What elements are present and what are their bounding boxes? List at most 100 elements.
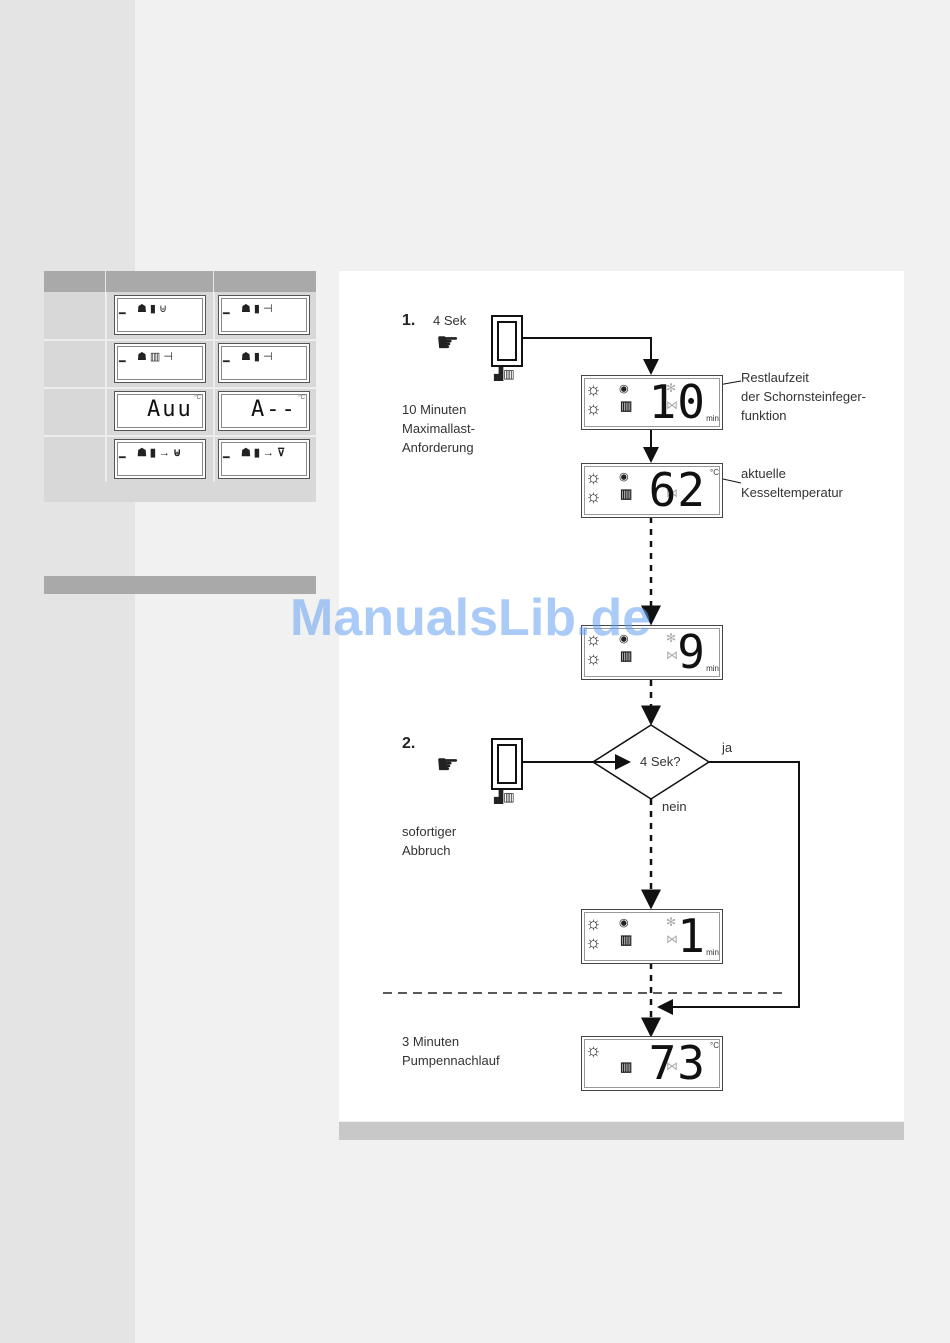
decision-question: 4 Sek? [640, 754, 681, 769]
valve-icon: ⋈ [666, 648, 678, 662]
row-divider [44, 339, 316, 341]
burner-icon: ━ [223, 308, 230, 320]
header-separator [213, 271, 214, 292]
radiator-icon: ▥ [620, 932, 633, 947]
table-lcd: ━ ☗ ▮ ⊣ [218, 343, 310, 383]
step1-note: 10 Minuten Maximallast- Anforderung [402, 400, 475, 457]
flow-lines [383, 337, 800, 1038]
radiator-icon: ▥ [620, 486, 633, 501]
table-lcd: ━ ☗ ▮ → ⊎ [114, 439, 206, 479]
valve-icon: ⋈ [666, 932, 678, 946]
lcd-display-2: ☼ ☼ ◉ ▥ ⋈ 62 °C [581, 463, 723, 518]
pointing-hand-icon: ☛ [436, 327, 460, 357]
burner-flame-icon: ☼ [585, 629, 602, 649]
decision-yes: ja [722, 740, 733, 755]
watermark-text: ManualsLib.de [290, 589, 652, 647]
display-value: 10 [648, 375, 706, 429]
fan-icon: ✻ [666, 381, 677, 395]
section-bar [44, 576, 316, 594]
lcd-display-4: ☼ ☼ ◉ ▥ ✻ ⋈ 1 min [581, 909, 723, 964]
mode-table: ━ ☗ ▮ ⊎ ━ ☗ ▮ ⊣ ━ ☗ ▥ ⊣ ━ ☗ ▮ ⊣ Auu °C A… [44, 271, 316, 502]
burner-flame-icon: ☼ [585, 379, 602, 399]
table-lcd-icons: ☗ ▮ → ⊽ [241, 447, 286, 459]
display-unit: °C [710, 468, 719, 477]
display-value: 1 [677, 909, 706, 963]
arrow-line [522, 337, 659, 375]
burner-flame-icon: ☼ [585, 932, 602, 952]
switch-rocker [497, 744, 517, 784]
degree-unit: °C [298, 395, 305, 401]
pump-icon: ◉ [619, 383, 629, 395]
chimney-sweep-switch[interactable] [491, 738, 523, 790]
burner-icon: ━ [119, 308, 126, 320]
note-line: 3 Minuten [402, 1034, 460, 1049]
annotation-remaining-time: Restlaufzeit der Schornsteinfeger- funkt… [741, 368, 866, 425]
valve-icon: ⋈ [666, 1059, 678, 1073]
display-unit: min [706, 948, 719, 957]
segment-display: Auu [147, 397, 193, 422]
table-lcd-icons: ☗ ▥ ⊣ [137, 351, 173, 363]
burner-icon: ━ [223, 452, 230, 464]
flow-diagram: 1. 4 Sek ☛ ▟▥ 10 Minuten Maximallast- An… [339, 271, 904, 1121]
pump-icon: ◉ [619, 471, 629, 483]
chimney-sweep-switch[interactable] [491, 315, 523, 367]
table-lcd: Auu °C [114, 391, 206, 431]
note-line: Pumpennachlauf [402, 1053, 500, 1068]
radiator-icon: ▥ [620, 398, 633, 413]
annotation-line: funktion [741, 408, 787, 423]
burner-flame-icon: ☼ [585, 1040, 602, 1060]
annotation-line: Kesseltemperatur [741, 485, 843, 500]
annotation-line: der Schornsteinfeger- [741, 389, 867, 404]
table-header [44, 271, 316, 292]
pump-icon: ◉ [619, 917, 629, 929]
fan-icon: ✻ [666, 915, 677, 929]
chimney-sweep-icon: ▟▥ [494, 790, 515, 804]
annotation-line: aktuelle [741, 466, 786, 481]
pump-icon: ◉ [619, 633, 629, 645]
display-value: 62 [648, 463, 706, 517]
burner-flame-icon: ☼ [585, 648, 602, 668]
table-lcd-icons: ☗ ▮ ⊣ [241, 351, 273, 363]
fan-icon: ✻ [666, 631, 677, 645]
note-line: Abbruch [402, 843, 451, 858]
burner-flame-icon: ☼ [585, 486, 602, 506]
display-value: 9 [677, 625, 706, 679]
annotation-boiler-temp: aktuelle Kesseltemperatur [741, 464, 843, 502]
note-line: Maximallast- [402, 421, 475, 436]
segment-display: A-- [251, 397, 297, 422]
step3-note: 3 Minuten Pumpennachlauf [402, 1032, 500, 1070]
yes-path [657, 761, 800, 1015]
note-line: Anforderung [402, 440, 474, 455]
step2-note: sofortiger Abbruch [402, 822, 456, 860]
note-line: 10 Minuten [402, 402, 467, 417]
burner-icon: ━ [223, 356, 230, 368]
row-divider [44, 435, 316, 437]
lcd-display-5: ☼ ▥ ⋈ 73 °C [581, 1036, 723, 1091]
table-lcd-icons: ☗ ▮ ⊎ [137, 303, 168, 315]
display-unit: min [706, 664, 719, 673]
burner-flame-icon: ☼ [585, 398, 602, 418]
table-lcd: A-- °C [218, 391, 310, 431]
note-line: sofortiger [402, 824, 457, 839]
burner-flame-icon: ☼ [585, 467, 602, 487]
table-lcd-icons: ☗ ▮ ⊣ [241, 303, 273, 315]
burner-flame-icon: ☼ [585, 913, 602, 933]
table-lcd: ━ ☗ ▮ ⊣ [218, 295, 310, 335]
switch-rocker [497, 321, 517, 361]
burner-icon: ━ [119, 356, 126, 368]
radiator-icon: ▥ [620, 648, 633, 663]
radiator-icon: ▥ [620, 1059, 633, 1074]
degree-unit: °C [194, 395, 201, 401]
row-divider [44, 387, 316, 389]
valve-icon: ⋈ [666, 398, 678, 412]
display-value: 73 [648, 1036, 706, 1090]
annotation-line: Restlaufzeit [741, 370, 809, 385]
pointing-hand-icon: ☛ [436, 749, 460, 779]
table-lcd: ━ ☗ ▥ ⊣ [114, 343, 206, 383]
page-margin-left [0, 0, 135, 1343]
display-unit: °C [710, 1041, 719, 1050]
burner-icon: ━ [119, 452, 126, 464]
lcd-display-1: ☼ ☼ ◉ ▥ ✻ ⋈ 10 min [581, 375, 723, 430]
table-lcd-icons: ☗ ▮ → ⊎ [137, 447, 182, 459]
display-unit: min [706, 414, 719, 423]
